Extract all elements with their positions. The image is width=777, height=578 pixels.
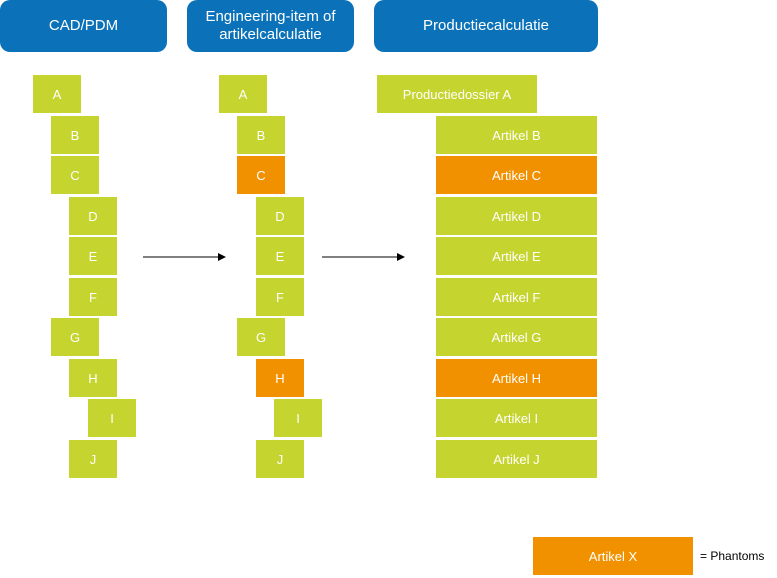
prod-item-f: Artikel F — [436, 278, 597, 316]
eng-item-e: E — [256, 237, 304, 275]
prod-item-e: Artikel E — [436, 237, 597, 275]
eng-item-h-phantom: H — [256, 359, 304, 397]
cad-item-a: A — [33, 75, 81, 113]
eng-item-a: A — [219, 75, 267, 113]
eng-item-j: J — [256, 440, 304, 478]
prod-item-b: Artikel B — [436, 116, 597, 154]
prod-item-j: Artikel J — [436, 440, 597, 478]
cad-item-j: J — [69, 440, 117, 478]
prod-item-h-phantom: Artikel H — [436, 359, 597, 397]
cad-item-i: I — [88, 399, 136, 437]
cad-item-h: H — [69, 359, 117, 397]
cad-item-f: F — [69, 278, 117, 316]
prod-item-d: Artikel D — [436, 197, 597, 235]
header-engineering-item: Engineering-item of artikelcalculatie — [187, 0, 354, 52]
prod-item-i: Artikel I — [436, 399, 597, 437]
cad-item-d: D — [69, 197, 117, 235]
eng-item-b: B — [237, 116, 285, 154]
legend-phantoms-label: = Phantoms — [700, 549, 765, 563]
prod-dossier-a: Productiedossier A — [377, 75, 537, 113]
prod-item-g: Artikel G — [436, 318, 597, 356]
legend-phantom-box: Artikel X — [533, 537, 693, 575]
cad-item-e: E — [69, 237, 117, 275]
header-cad-pdm: CAD/PDM — [0, 0, 167, 52]
cad-item-b: B — [51, 116, 99, 154]
cad-item-g: G — [51, 318, 99, 356]
eng-item-g: G — [237, 318, 285, 356]
prod-item-c-phantom: Artikel C — [436, 156, 597, 194]
eng-item-i: I — [274, 399, 322, 437]
eng-item-d: D — [256, 197, 304, 235]
eng-item-c-phantom: C — [237, 156, 285, 194]
header-productiecalculatie: Productiecalculatie — [374, 0, 598, 52]
eng-item-f: F — [256, 278, 304, 316]
cad-item-c: C — [51, 156, 99, 194]
